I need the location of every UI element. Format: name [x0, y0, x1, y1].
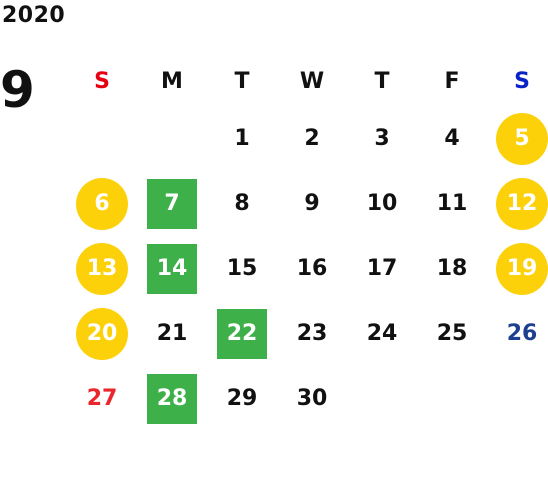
- weekday-header-friday: F: [444, 68, 460, 94]
- day-cell[interactable]: 9: [304, 191, 320, 216]
- day-cell-empty: [67, 106, 137, 171]
- day-cell[interactable]: 2: [304, 126, 320, 151]
- day-cell-saturday[interactable]: 19: [487, 236, 548, 301]
- holiday-circle: 20: [76, 307, 128, 360]
- day-cell-monday[interactable]: 7: [137, 171, 207, 236]
- day-cell-tuesday[interactable]: 22: [207, 301, 277, 366]
- day-cell[interactable]: 23: [296, 321, 328, 346]
- holiday-circle: 19: [496, 242, 548, 295]
- day-cell[interactable]: 17: [366, 256, 398, 281]
- weekday-header-thursday: T: [374, 68, 390, 94]
- day-cell-sunday[interactable]: 20: [67, 301, 137, 366]
- day-cell-saturday[interactable]: 5: [487, 106, 548, 171]
- day-cell[interactable]: 24: [366, 321, 398, 346]
- week-row: 1 2 3 4 5: [67, 106, 548, 171]
- calendar-grid: S M T W T F S 1 2 3 4 5 6 7 8 9 10 11 12: [67, 56, 548, 431]
- weekday-header-wednesday: W: [299, 68, 325, 94]
- day-cell[interactable]: 16: [296, 256, 328, 281]
- day-cell[interactable]: 29: [226, 386, 258, 411]
- day-cell-sunday[interactable]: 6: [67, 171, 137, 236]
- closed-day-square: 22: [217, 308, 267, 359]
- weekday-header-saturday: S: [514, 68, 530, 94]
- week-row: 13 14 15 16 17 18 19: [67, 236, 548, 301]
- day-cell[interactable]: 18: [436, 256, 468, 281]
- week-row: 6 7 8 9 10 11 12: [67, 171, 548, 236]
- day-cell-sunday[interactable]: 13: [67, 236, 137, 301]
- day-cell-saturday[interactable]: 26: [506, 321, 538, 346]
- day-cell[interactable]: 8: [234, 191, 250, 216]
- closed-day-square: 14: [147, 243, 197, 294]
- day-cell-empty: [137, 106, 207, 171]
- day-cell-monday[interactable]: 28: [137, 366, 207, 431]
- day-cell-sunday[interactable]: 27: [86, 386, 118, 411]
- day-cell-saturday[interactable]: 12: [487, 171, 548, 236]
- holiday-circle: 12: [496, 177, 548, 230]
- weekday-header-tuesday: T: [234, 68, 250, 94]
- holiday-circle: 6: [76, 177, 128, 230]
- day-cell[interactable]: 4: [444, 126, 460, 151]
- day-cell[interactable]: 15: [226, 256, 258, 281]
- month-number: 9: [0, 61, 35, 119]
- day-cell[interactable]: 3: [374, 126, 390, 151]
- day-cell[interactable]: 1: [234, 126, 250, 151]
- day-cell[interactable]: 25: [436, 321, 468, 346]
- weekday-header-monday: M: [161, 68, 183, 94]
- day-cell[interactable]: 11: [436, 191, 468, 216]
- day-cell-empty: [487, 366, 548, 431]
- holiday-circle: 13: [76, 242, 128, 295]
- day-cell-empty: [417, 366, 487, 431]
- closed-day-square: 28: [147, 373, 197, 424]
- day-cell[interactable]: 21: [156, 321, 188, 346]
- weekday-header-sunday: S: [94, 68, 110, 94]
- holiday-circle: 5: [496, 112, 548, 165]
- week-row: 27 28 29 30: [67, 366, 548, 431]
- weekday-header-row: S M T W T F S: [67, 56, 548, 106]
- day-cell-monday[interactable]: 14: [137, 236, 207, 301]
- year-label: 2020: [2, 3, 66, 28]
- closed-day-square: 7: [147, 178, 197, 229]
- day-cell-empty: [347, 366, 417, 431]
- week-row: 20 21 22 23 24 25 26: [67, 301, 548, 366]
- day-cell[interactable]: 10: [366, 191, 398, 216]
- day-cell[interactable]: 30: [296, 386, 328, 411]
